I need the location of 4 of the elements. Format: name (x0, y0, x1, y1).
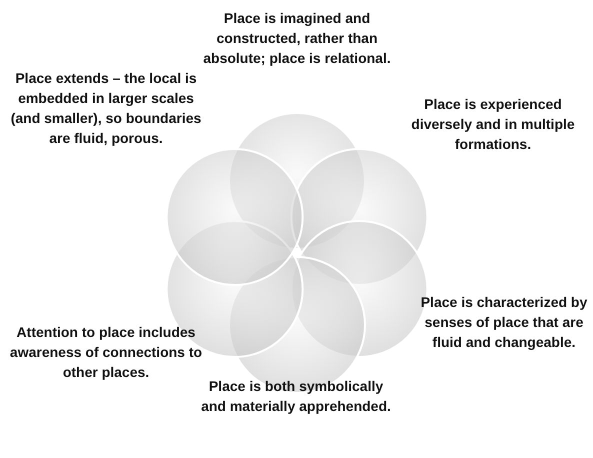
statement-text: Place is experienced diversely and in multiple formations. (410, 95, 576, 154)
statement-text: Place is imagined and constructed, rather than absolute; place is relational. (202, 9, 392, 68)
statement-text: Place is characterized by senses of place that are fluid and changeable. (420, 293, 588, 352)
statement-text: Place extends – the local is embedded in larger scales (and smaller), so boundaries are fluid, porous. (10, 69, 202, 148)
